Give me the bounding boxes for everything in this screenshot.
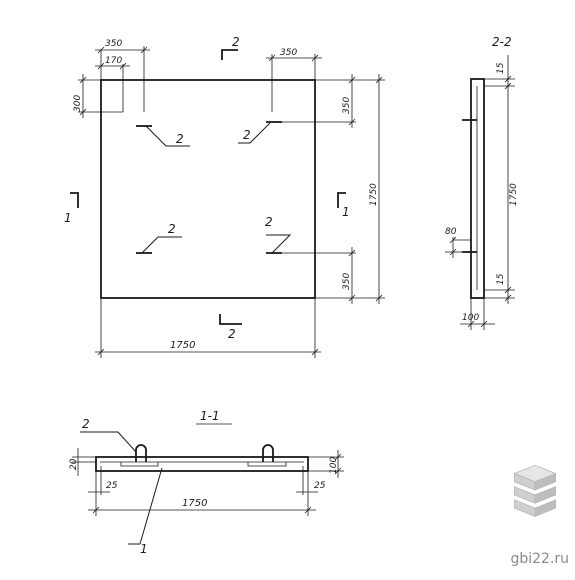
section-marker-right-1: 1 bbox=[337, 192, 350, 219]
section-1-1-loop-left bbox=[135, 444, 147, 462]
dim-2-2-top-15: 15 bbox=[496, 62, 506, 74]
section-1-1-loop-right bbox=[262, 444, 274, 462]
svg-text:2: 2 bbox=[265, 215, 273, 229]
dim-left-300: 300 bbox=[73, 95, 83, 112]
section-marker-bottom-2: 2 bbox=[219, 314, 242, 341]
slab-outline bbox=[100, 79, 316, 299]
section-2-2-slab bbox=[470, 78, 485, 299]
svg-text:1: 1 bbox=[64, 211, 72, 225]
loop-top-right: 2 bbox=[238, 121, 282, 144]
dim-1-1-left-25: 25 bbox=[106, 481, 118, 491]
section-2-2: 2-2 15 1750 15 80 100 bbox=[445, 35, 519, 330]
dim-1-1-left-20: 20 bbox=[69, 458, 79, 470]
dim-right-lower-350: 350 bbox=[342, 273, 352, 290]
dim-bottom-overall-1750: 1750 bbox=[170, 340, 195, 351]
section-1-1: 1-1 2 1 20 100 25 25 bbox=[69, 409, 344, 556]
dim-1-1-length-1750: 1750 bbox=[182, 498, 207, 509]
section-marker-top-2: 2 bbox=[221, 35, 240, 60]
svg-text:1: 1 bbox=[342, 205, 350, 219]
svg-text:2: 2 bbox=[232, 35, 240, 49]
dim-2-2-width-100: 100 bbox=[462, 313, 479, 323]
section-1-1-title: 1-1 bbox=[200, 409, 220, 423]
dim-1-1-right-25: 25 bbox=[314, 481, 326, 491]
loop-bottom-right: 2 bbox=[265, 215, 292, 254]
dim-1-1-right-100: 100 bbox=[329, 457, 339, 474]
svg-text:2: 2 bbox=[176, 132, 184, 146]
plan-view: 350 170 350 300 350 350 1750 bbox=[64, 35, 385, 358]
dim-top-right-350: 350 bbox=[280, 48, 297, 58]
dim-right-overall-1750: 1750 bbox=[369, 183, 379, 206]
section-1-1-label-slab: 1 bbox=[140, 542, 148, 556]
watermark-text: gbi22.ru bbox=[510, 551, 569, 567]
svg-text:2: 2 bbox=[243, 128, 251, 142]
loop-top-left: 2 bbox=[136, 125, 190, 147]
dim-2-2-left-80: 80 bbox=[445, 227, 457, 237]
svg-text:2: 2 bbox=[228, 327, 236, 341]
loop-bottom-left: 2 bbox=[136, 222, 182, 254]
dim-top-left-350: 350 bbox=[105, 39, 122, 49]
dim-2-2-height-1750: 1750 bbox=[509, 183, 519, 206]
section-1-1-label-loop: 2 bbox=[82, 417, 90, 431]
dim-top-left-170: 170 bbox=[105, 56, 122, 66]
dim-right-upper-350: 350 bbox=[342, 97, 352, 114]
dim-2-2-bottom-15: 15 bbox=[496, 273, 506, 285]
section-2-2-title: 2-2 bbox=[492, 35, 512, 49]
section-marker-left-1: 1 bbox=[64, 192, 79, 225]
gbi22-logo-icon bbox=[513, 464, 557, 517]
svg-text:2: 2 bbox=[168, 222, 176, 236]
section-1-1-slab bbox=[95, 456, 309, 472]
